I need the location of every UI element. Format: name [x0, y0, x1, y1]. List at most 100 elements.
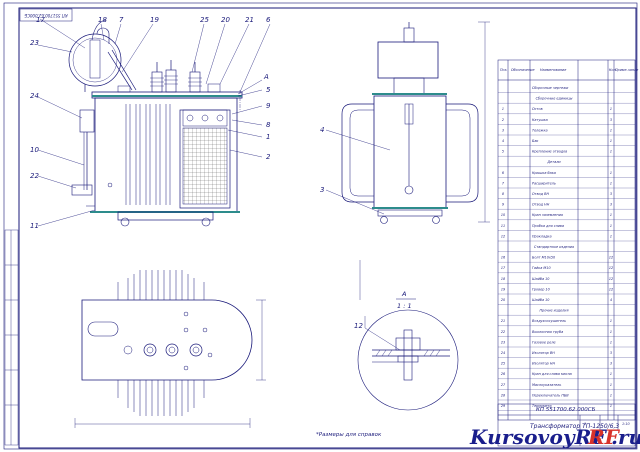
callout: 2	[266, 153, 271, 161]
spec-cell: Шайба 10	[532, 298, 549, 302]
spec-cell: 1	[610, 319, 612, 323]
watermark-part-red: RF	[588, 425, 619, 449]
watermark-part: KursovoyRF	[470, 425, 607, 449]
callout: 10	[30, 146, 39, 154]
spec-cell: 23	[501, 340, 505, 344]
spec-cell: Маслоуказатель	[532, 383, 561, 387]
spec-cell: Отвод ВН	[532, 192, 549, 196]
spec-cell: 17	[501, 266, 506, 270]
spec-cell: 1	[610, 404, 612, 408]
spec-cell: Шайба 10	[532, 277, 549, 281]
spec-cell: Изолятор НН	[532, 362, 555, 366]
spec-cell: 3	[610, 192, 612, 196]
outer-frame	[3, 2, 638, 450]
spec-cell: Расширитель	[532, 181, 556, 185]
section-letter: A	[401, 290, 406, 298]
dimensions-note: *Размеры для справок	[316, 432, 382, 438]
callout: 9	[266, 102, 271, 110]
spec-cell: Термометр	[532, 404, 552, 408]
callout: 6	[266, 16, 271, 24]
spec-cell: Воздухоосушитель	[532, 319, 566, 323]
spec-cell: Гровер 10	[532, 287, 550, 291]
callout: 4	[320, 126, 324, 134]
callout: 7	[119, 16, 124, 24]
callout: 11	[30, 222, 39, 230]
spec-cell: Выхлопная труба	[532, 330, 563, 334]
callout: 24	[30, 92, 39, 100]
spec-cell: 1	[610, 330, 612, 334]
callout: 25	[200, 16, 209, 24]
callout: 5	[266, 86, 271, 94]
watermark-part: .ru	[611, 425, 640, 449]
spec-cell: 12	[501, 234, 505, 238]
header-cell: Обозначение	[511, 68, 535, 72]
spec-cell: 1	[610, 393, 612, 397]
spec-cell: 26	[501, 372, 505, 376]
plan-view	[74, 270, 266, 428]
spec-cell: 21	[501, 319, 505, 323]
rotated-code: КП 551700.62.000СБ	[24, 13, 67, 18]
spec-cell: 25	[501, 362, 505, 366]
spec-cell: Изолятор ВН	[532, 351, 555, 355]
title-scale: 1:10	[622, 422, 630, 426]
callout: 1	[266, 133, 270, 141]
spec-cell: 22	[501, 330, 505, 334]
spec-cell: Газовое реле	[532, 340, 556, 344]
spec-cell: 4	[502, 139, 504, 143]
spec-cell: Болт М10х50	[532, 256, 555, 260]
side-view	[68, 19, 243, 227]
callout: 22	[30, 172, 39, 180]
rotated-stamp: КП 551700.62.000СБ	[19, 8, 73, 22]
header-cell: Поз.	[500, 68, 508, 72]
spec-cell: 1	[610, 139, 612, 143]
spec-cell: 1	[610, 128, 612, 132]
header-cell: Приме-чание	[615, 68, 638, 72]
spec-cell: 19	[501, 287, 505, 291]
section-view	[357, 260, 459, 411]
spec-cell: 3	[610, 362, 612, 366]
callout: 12	[354, 322, 363, 330]
watermark-logo: KursovoyRF RF .ru	[470, 425, 640, 452]
spec-cell: Пробка для слива	[532, 224, 564, 228]
spec-cell: Кран для слива масла	[532, 372, 572, 376]
spec-cell: 24	[501, 351, 505, 355]
spec-cell: Крышка бака	[532, 171, 556, 175]
spec-table	[497, 59, 636, 447]
spec-cell: 3	[610, 118, 612, 122]
spec-cell: 12	[609, 277, 613, 281]
callout: 8	[266, 121, 271, 129]
title-sheets: 1	[584, 422, 586, 426]
section-scale: 1 : 1	[397, 302, 412, 310]
spec-cell: 4	[610, 298, 612, 302]
spec-cell: 1	[610, 107, 612, 111]
spec-cell: 12	[609, 287, 613, 291]
side-callouts: 17 18 7 19 25 20 21 6 23 24 A 5 9 8 1 2 …	[30, 16, 271, 230]
spec-cell: 11	[501, 224, 505, 228]
callout: 20	[221, 16, 230, 24]
spec-cell: 1	[610, 372, 612, 376]
spec-cell: Стандартные изделия	[534, 245, 574, 249]
spec-cell: 16	[501, 256, 505, 260]
spec-cell: Тележка	[532, 128, 548, 132]
front-leaders	[325, 129, 391, 215]
title-code: КП 551700.62.000СБ	[536, 407, 596, 413]
side-leaders	[37, 18, 271, 227]
title-name: Трансформатор ТП-1250/6,3	[530, 423, 619, 430]
spec-cell: 5	[502, 150, 504, 154]
spec-cell: 1	[610, 150, 612, 154]
spec-cell: Отвод НН	[532, 203, 550, 207]
spec-cell: 1	[502, 107, 504, 111]
spec-cell: 18	[501, 277, 506, 281]
spec-cell: 12	[609, 256, 613, 260]
spec-cell: 1	[610, 234, 612, 238]
callout: 18	[98, 16, 107, 24]
spec-header: Поз. Обозначение Наименование Кол. Приме…	[500, 68, 638, 72]
spec-cell: 3	[610, 203, 612, 207]
spec-cell: 20	[501, 298, 505, 302]
callout: 17	[36, 16, 45, 24]
spec-cell: 1	[610, 213, 612, 217]
spec-cell: 3	[610, 351, 612, 355]
